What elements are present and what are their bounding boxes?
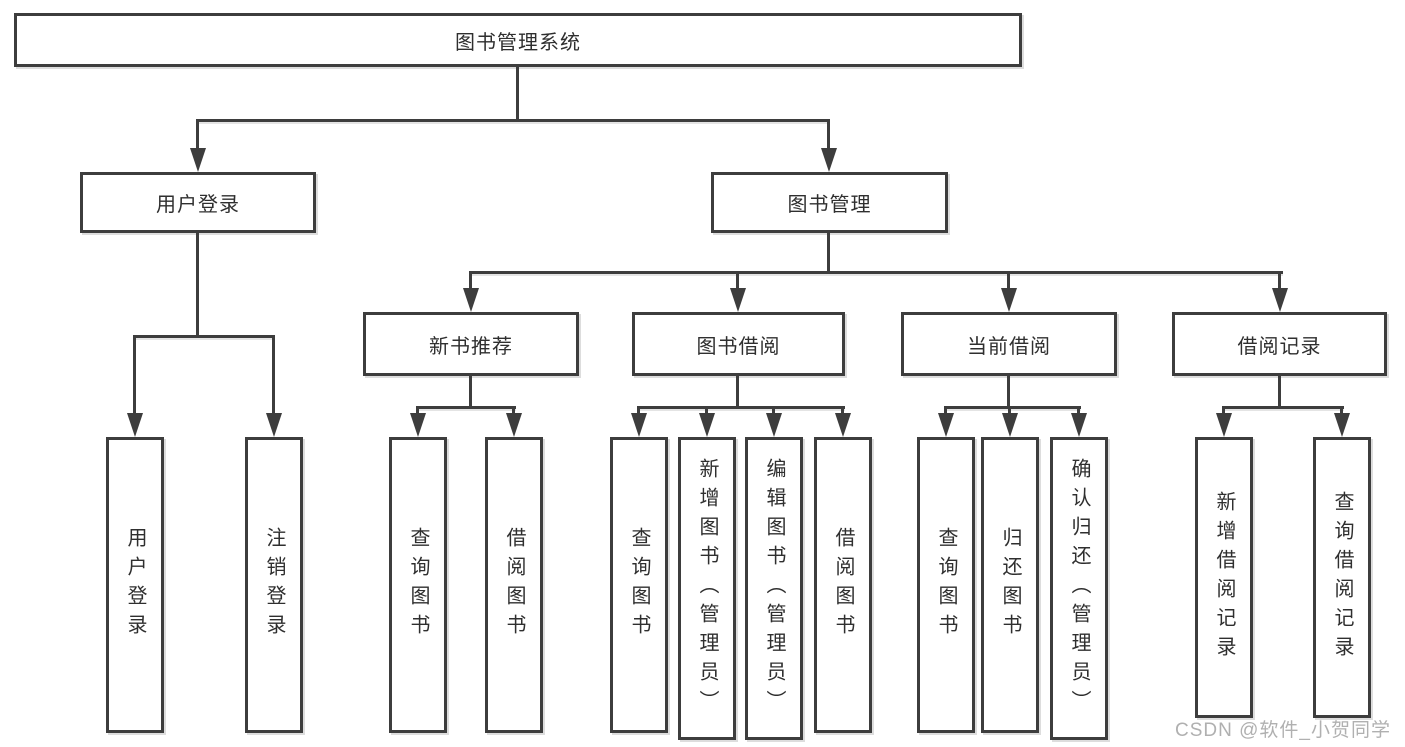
connector-line-v <box>827 233 830 271</box>
connector-line-v <box>944 406 947 415</box>
connector-line-v <box>1008 406 1011 415</box>
connector-line-v <box>1278 376 1281 406</box>
connector-line-h <box>944 406 1081 409</box>
connector-line-v <box>196 119 199 150</box>
node-label: 用户登录 <box>124 527 146 643</box>
node-label: 新书推荐 <box>429 335 513 358</box>
node-label: 查询图书 <box>407 527 429 643</box>
connector-line-v <box>469 376 472 406</box>
arrowhead-down <box>821 148 837 172</box>
leaf-confirm-return-admin: 确认归还（管理员） <box>1050 437 1108 740</box>
connector-line-v <box>1278 271 1281 290</box>
leaf-return-books: 归还图书 <box>981 437 1039 733</box>
node-label: 当前借阅 <box>967 335 1051 358</box>
node-label: 查询图书 <box>935 527 957 643</box>
leaf-query-borrow-record: 查询借阅记录 <box>1313 437 1371 718</box>
connector-line-v <box>736 376 739 406</box>
connector-line-h <box>133 335 275 338</box>
connector-line-h <box>196 119 830 122</box>
leaf-borrow-books-recommend: 借阅图书 <box>485 437 543 733</box>
arrowhead-down <box>266 413 282 437</box>
connector-line-v <box>516 67 519 119</box>
watermark: CSDN @软件_小贺同学 <box>1175 720 1391 741</box>
connector-line-h <box>637 406 845 409</box>
node-label: 新增借阅记录 <box>1213 490 1235 665</box>
arrowhead-down <box>190 148 206 172</box>
arrowhead-down <box>835 413 851 437</box>
node-label: 用户登录 <box>156 194 240 216</box>
connector-line-v <box>827 119 830 150</box>
arrowhead-down <box>1216 413 1232 437</box>
node-new-book-recommendation: 新书推荐 <box>363 312 579 376</box>
leaf-logout: 注销登录 <box>245 437 303 733</box>
connector-line-v <box>469 271 472 290</box>
connector-line-v <box>1222 406 1225 415</box>
node-user-login: 用户登录 <box>80 172 316 233</box>
connector-line-v <box>1007 271 1010 290</box>
node-label: 归还图书 <box>999 527 1021 643</box>
connector-line-v <box>637 406 640 415</box>
connector-line-h <box>469 271 1283 274</box>
arrowhead-down <box>1334 413 1350 437</box>
node-library-management-system: 图书管理系统 <box>14 13 1022 67</box>
arrowhead-down <box>631 413 647 437</box>
connector-line-v <box>1340 406 1343 415</box>
arrowhead-down <box>730 288 746 312</box>
leaf-borrow-books: 借阅图书 <box>814 437 872 733</box>
node-label: 查询借阅记录 <box>1331 490 1353 665</box>
connector-line-v <box>1077 406 1080 415</box>
connector-line-v <box>196 233 199 335</box>
node-label: 借阅记录 <box>1237 335 1322 358</box>
leaf-query-books-recommend: 查询图书 <box>389 437 447 733</box>
node-label: 确认归还（管理员） <box>1068 458 1090 719</box>
connector-line-v <box>736 271 739 290</box>
connector-line-v <box>512 406 515 415</box>
node-label: 借阅图书 <box>832 527 854 643</box>
arrowhead-down <box>766 413 782 437</box>
connector-line-v <box>1007 376 1010 406</box>
connector-line-v <box>133 335 136 415</box>
connector-line-v <box>416 406 419 415</box>
leaf-user-login: 用户登录 <box>106 437 164 733</box>
leaf-add-borrow-record: 新增借阅记录 <box>1195 437 1253 718</box>
leaf-query-books-borrow: 查询图书 <box>610 437 668 733</box>
node-label: 图书管理系统 <box>455 31 581 54</box>
connector-line-h <box>1222 406 1344 409</box>
arrowhead-down <box>1071 413 1087 437</box>
node-label: 图书借阅 <box>696 335 781 358</box>
node-book-management: 图书管理 <box>711 172 948 233</box>
node-current-borrowing: 当前借阅 <box>901 312 1117 376</box>
node-label: 注销登录 <box>263 527 285 643</box>
connector-line-v <box>705 406 708 415</box>
node-label: 图书管理 <box>787 194 872 216</box>
leaf-edit-books-admin: 编辑图书（管理员） <box>745 437 803 740</box>
arrowhead-down <box>463 288 479 312</box>
leaf-query-books-current: 查询图书 <box>917 437 975 733</box>
arrowhead-down <box>1001 288 1017 312</box>
node-label: 新增图书（管理员） <box>696 458 718 719</box>
arrowhead-down <box>410 413 426 437</box>
node-label: 查询图书 <box>628 527 650 643</box>
arrowhead-down <box>506 413 522 437</box>
node-borrowing-records: 借阅记录 <box>1172 312 1387 376</box>
connector-line-v <box>272 335 275 415</box>
arrowhead-down <box>127 413 143 437</box>
connector-line-h <box>416 406 516 409</box>
leaf-add-books-admin: 新增图书（管理员） <box>678 437 736 740</box>
arrowhead-down <box>1002 413 1018 437</box>
arrowhead-down <box>938 413 954 437</box>
connector-line-v <box>841 406 844 415</box>
node-label: 编辑图书（管理员） <box>763 458 785 719</box>
connector-line-v <box>772 406 775 415</box>
arrowhead-down <box>699 413 715 437</box>
node-book-borrowing: 图书借阅 <box>632 312 845 376</box>
arrowhead-down <box>1272 288 1288 312</box>
node-label: 借阅图书 <box>503 527 525 643</box>
